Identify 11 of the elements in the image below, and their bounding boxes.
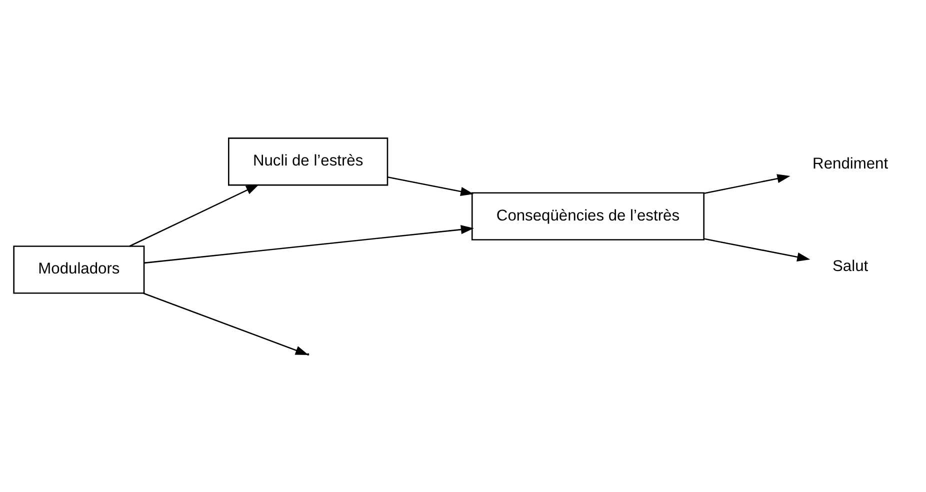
node-text: Salut	[832, 258, 868, 275]
node-box: Conseqüències de l’estrès	[471, 192, 704, 240]
arrow	[704, 174, 790, 194]
arrow	[388, 176, 474, 196]
arrow	[129, 184, 260, 246]
node-box: Nucli de l’estrès	[228, 137, 388, 186]
arrow	[704, 238, 810, 261]
node-box: Moduladors	[13, 245, 145, 294]
arrow	[144, 224, 474, 264]
node-text: Rendiment	[812, 154, 888, 172]
arrow	[143, 292, 309, 354]
